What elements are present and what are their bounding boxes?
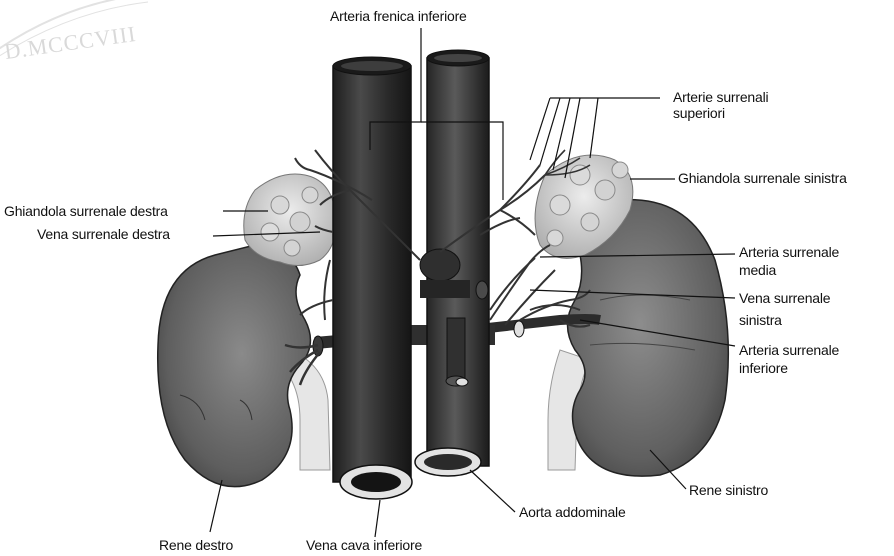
label-arterie-surrenali-superiori-line2: superiori <box>673 105 725 122</box>
label-arteria-surrenale-inferiore-line2: inferiore <box>739 360 788 377</box>
right-adrenal-gland <box>244 174 336 266</box>
label-arterie-surrenali-superiori-line1: Arterie surrenali <box>673 89 768 106</box>
label-vena-surrenale-sinistra-line1: Vena surrenale <box>739 290 830 307</box>
label-rene-sinistro: Rene sinistro <box>689 482 768 499</box>
label-arteria-surrenale-media-line1: Arteria surrenale <box>739 244 839 261</box>
label-arteria-surrenale-inferiore-line1: Arteria surrenale <box>739 342 839 359</box>
label-aorta-addominale: Aorta addominale <box>519 504 626 521</box>
inferior-vena-cava <box>333 57 412 499</box>
right-kidney <box>158 245 311 487</box>
label-ghiandola-surrenale-destra: Ghiandola surrenale destra <box>4 203 168 220</box>
label-vena-cava-inferiore: Vena cava inferiore <box>306 537 422 554</box>
label-rene-destro: Rene destro <box>159 537 233 554</box>
label-arteria-frenica-inferiore: Arteria frenica inferiore <box>330 8 467 25</box>
label-arteria-surrenale-media-line2: media <box>739 262 776 279</box>
label-ghiandola-surrenale-sinistra: Ghiandola surrenale sinistra <box>678 170 847 187</box>
label-vena-surrenale-destra: Vena surrenale destra <box>37 226 170 243</box>
label-vena-surrenale-sinistra-line2: sinistra <box>739 312 782 329</box>
